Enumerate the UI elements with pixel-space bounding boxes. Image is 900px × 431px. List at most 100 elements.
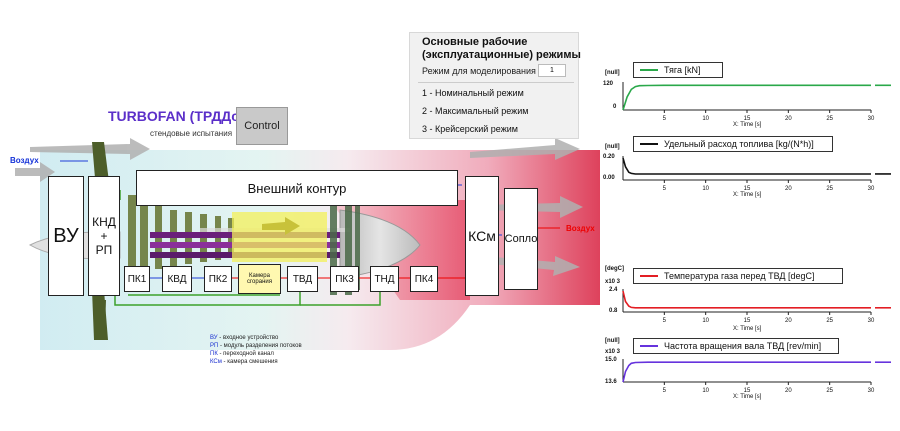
x-tick-label: 30 bbox=[868, 388, 875, 394]
x-tick-label: 15 bbox=[744, 116, 751, 122]
engine-diagram: TURBOFAN (ТРДДсм) стендовые испытания Co… bbox=[10, 107, 600, 365]
x-tick-label: 30 bbox=[868, 186, 875, 192]
chart-temp: [degC] x10 3 Температура газа перед ТВД … bbox=[593, 264, 893, 334]
chart-thrust-legend: Тяга [kN] bbox=[633, 62, 723, 78]
block-knd-rp[interactable]: КНД + РП bbox=[88, 176, 120, 296]
chart-speed: [null] x10 3 Частота вращения вала ТВД [… bbox=[593, 334, 893, 404]
legend-swatch bbox=[640, 69, 658, 71]
legend-item: КСм - камера смешения bbox=[210, 359, 278, 365]
modes-header-line1: Основные рабочие bbox=[422, 36, 528, 48]
block-vu[interactable]: ВУ bbox=[48, 176, 84, 296]
block-kvd-label: КВД bbox=[167, 273, 187, 285]
x-tick-label: 20 bbox=[785, 388, 792, 394]
chart-thrust-xtitle: X: Time [s] bbox=[733, 122, 762, 128]
block-vu-label: ВУ bbox=[53, 224, 79, 247]
block-tvd-label: ТВД bbox=[292, 273, 313, 285]
chart-sfc: [null] Удельный расход топлива [kg/(N*h)… bbox=[593, 132, 893, 202]
block-kvd[interactable]: КВД bbox=[162, 266, 192, 292]
chart-speed-ytick-min: 13.6 bbox=[605, 379, 617, 385]
block-knd-plus: + bbox=[100, 229, 108, 243]
block-rp-label: РП bbox=[95, 243, 113, 257]
x-tick-label: 5 bbox=[663, 186, 667, 192]
legend-swatch bbox=[640, 345, 658, 347]
modes-header-line2: (эксплуатационные) режимы bbox=[422, 49, 581, 61]
block-chamber-label-b: сгорания bbox=[247, 279, 272, 285]
block-tnd[interactable]: ТНД bbox=[370, 266, 399, 292]
x-tick-label: 5 bbox=[663, 116, 667, 122]
series-line bbox=[622, 361, 871, 383]
combustor-glow bbox=[232, 212, 327, 262]
chart-temp-legend: Температура газа перед ТВД [degC] bbox=[633, 268, 843, 284]
chart-sfc-ytick-min: 0.00 bbox=[603, 175, 615, 181]
block-nozzle-label: Сопло bbox=[504, 233, 538, 245]
modes-header: Основные рабочие (эксплуатационные) режи… bbox=[422, 36, 582, 62]
control-button[interactable]: Control bbox=[236, 107, 288, 145]
block-pk4[interactable]: ПК4 bbox=[410, 266, 438, 292]
block-ksm[interactable]: КСм bbox=[465, 176, 499, 296]
chart-temp-xtitle: X: Time [s] bbox=[733, 326, 762, 332]
chart-sfc-xtitle: X: Time [s] bbox=[733, 192, 762, 198]
chart-temp-unit: [degC] bbox=[605, 266, 624, 272]
x-tick-label: 30 bbox=[868, 318, 875, 324]
chart-speed-scale: x10 3 bbox=[605, 349, 621, 355]
x-tick-label: 20 bbox=[785, 116, 792, 122]
series-line bbox=[622, 84, 871, 111]
x-tick-label: 10 bbox=[702, 186, 709, 192]
legend-item: РП - модуль разделения потоков bbox=[210, 343, 302, 349]
chart-sfc-legend-label: Удельный расход топлива [kg/(N*h)] bbox=[664, 139, 814, 149]
x-tick-label: 20 bbox=[785, 318, 792, 324]
chart-speed-xtitle: X: Time [s] bbox=[733, 394, 762, 400]
mode-item-maximum[interactable]: 2 - Максимальный режим bbox=[422, 106, 529, 116]
block-tnd-label: ТНД bbox=[374, 273, 395, 285]
block-pk1-label: ПК1 bbox=[127, 273, 147, 285]
chart-speed-plot: 5 10 15 20 25 30 bbox=[622, 359, 891, 394]
modes-panel: Основные рабочие (эксплуатационные) режи… bbox=[409, 32, 582, 139]
sim-mode-label: Режим для моделирования bbox=[422, 66, 536, 76]
x-tick-label: 30 bbox=[868, 116, 875, 122]
chart-thrust-ytick-max: 120 bbox=[603, 81, 614, 87]
block-pk1[interactable]: ПК1 bbox=[124, 266, 150, 292]
x-tick-label: 20 bbox=[785, 186, 792, 192]
block-chamber-label-a: Камера bbox=[249, 273, 270, 279]
turbine-stages bbox=[330, 200, 360, 295]
legend-swatch bbox=[640, 275, 658, 277]
block-nozzle[interactable]: Сопло bbox=[504, 188, 538, 290]
air-inlet-label: Воздух bbox=[10, 156, 39, 165]
block-ksm-label: КСм bbox=[468, 228, 496, 244]
block-bypass-label: Внешний контур bbox=[247, 180, 347, 196]
mode-item-cruise[interactable]: 3 - Крейсерский режим bbox=[422, 124, 518, 134]
x-tick-label: 25 bbox=[826, 318, 833, 324]
chart-speed-legend-label: Частота вращения вала ТВД [rev/min] bbox=[664, 341, 822, 351]
x-tick-label: 25 bbox=[826, 388, 833, 394]
chart-sfc-ytick-max: 0.20 bbox=[603, 154, 615, 160]
chart-speed-unit: [null] bbox=[605, 338, 620, 344]
x-tick-label: 5 bbox=[663, 388, 667, 394]
legend-item: ВУ - входное устройство bbox=[210, 335, 279, 341]
block-tvd[interactable]: ТВД bbox=[287, 266, 318, 292]
chart-temp-legend-label: Температура газа перед ТВД [degC] bbox=[664, 271, 815, 281]
block-bypass[interactable]: Внешний контур bbox=[136, 170, 458, 206]
mode-item-nominal[interactable]: 1 - Номинальный режим bbox=[422, 88, 524, 98]
sim-mode-input[interactable]: 1 bbox=[538, 64, 566, 77]
x-tick-label: 10 bbox=[702, 388, 709, 394]
legend-swatch bbox=[640, 143, 658, 145]
chart-temp-scale: x10 3 bbox=[605, 279, 621, 285]
chart-sfc-legend: Удельный расход топлива [kg/(N*h)] bbox=[633, 136, 833, 152]
block-chamber[interactable]: Камера сгорания bbox=[238, 264, 281, 294]
modes-divider bbox=[418, 82, 574, 83]
block-pk3[interactable]: ПК3 bbox=[330, 266, 359, 292]
x-tick-label: 25 bbox=[826, 116, 833, 122]
chart-speed-legend: Частота вращения вала ТВД [rev/min] bbox=[633, 338, 839, 354]
engine-subtitle: стендовые испытания bbox=[150, 129, 233, 138]
chart-thrust-ytick-min: 0 bbox=[613, 104, 617, 110]
x-tick-label: 10 bbox=[702, 318, 709, 324]
chart-temp-ytick-max: 2.4 bbox=[609, 287, 618, 293]
x-tick-label: 15 bbox=[744, 388, 751, 394]
block-pk2[interactable]: ПК2 bbox=[204, 266, 232, 292]
block-pk2-label: ПК2 bbox=[208, 273, 228, 285]
block-pk4-label: ПК4 bbox=[414, 273, 434, 285]
series-line bbox=[622, 290, 871, 309]
